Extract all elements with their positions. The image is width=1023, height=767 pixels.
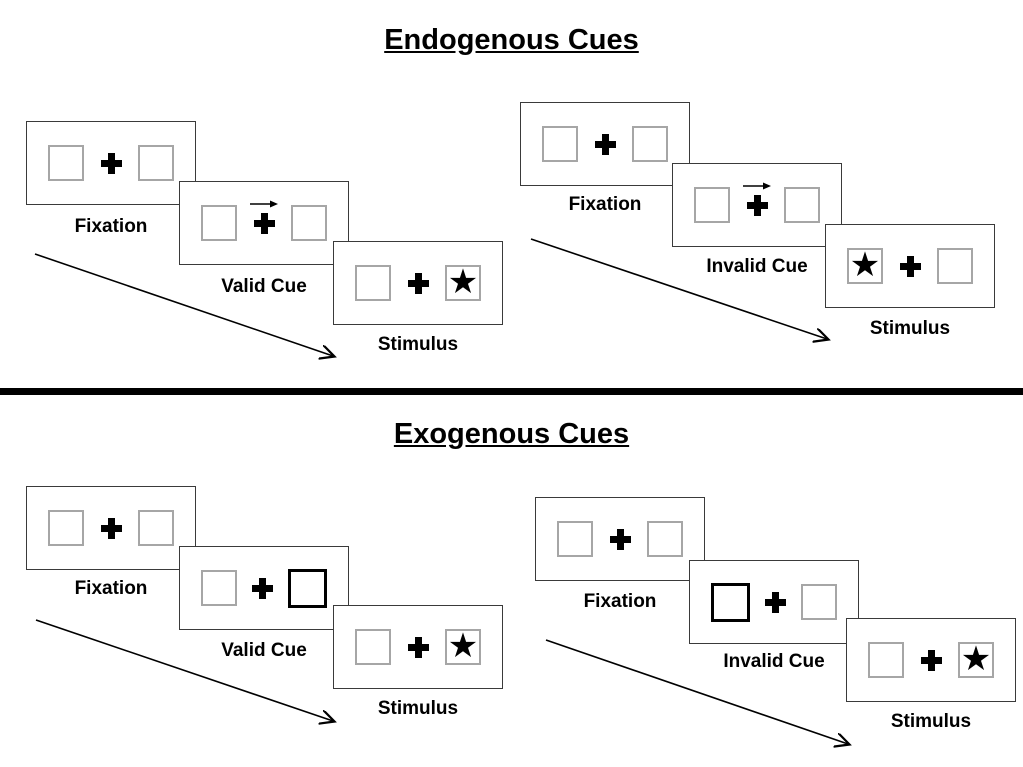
fixation-cross-icon bbox=[921, 650, 942, 671]
fixation-cross-icon bbox=[900, 256, 921, 277]
fixation-label: Fixation bbox=[74, 216, 148, 237]
left-placeholder-box bbox=[355, 265, 391, 301]
valid-cue-label: Valid Cue bbox=[221, 276, 307, 297]
fixation-cross-icon bbox=[408, 273, 429, 294]
right-target-box: ★ bbox=[445, 629, 481, 665]
endogenous-section-title: Endogenous Cues bbox=[384, 24, 639, 56]
left-placeholder-box bbox=[542, 126, 578, 162]
star-stimulus-icon: ★ bbox=[447, 262, 479, 301]
fixation-cross-icon bbox=[250, 200, 278, 234]
stimulus-label: Stimulus bbox=[377, 698, 459, 719]
invalid-cue-label: Invalid Cue bbox=[723, 651, 825, 672]
endo-valid-cue-panel bbox=[179, 181, 349, 265]
exo-invalid-cue-panel bbox=[689, 560, 859, 644]
timeline-arrow bbox=[35, 619, 341, 729]
exo-invalid-fixation-panel bbox=[535, 497, 705, 581]
section-divider bbox=[0, 388, 1023, 395]
fixation-label: Fixation bbox=[568, 194, 642, 215]
timeline-arrow bbox=[34, 253, 342, 364]
fixation-label: Fixation bbox=[583, 591, 657, 612]
stimulus-label: Stimulus bbox=[890, 711, 972, 732]
left-placeholder-box bbox=[48, 510, 84, 546]
exo-valid-cue-panel bbox=[179, 546, 349, 630]
left-placeholder-box bbox=[201, 570, 237, 606]
right-placeholder-box bbox=[138, 145, 174, 181]
fixation-label: Fixation bbox=[74, 578, 148, 599]
left-placeholder-box bbox=[868, 642, 904, 678]
exogenous-section-title: Exogenous Cues bbox=[393, 418, 630, 450]
right-placeholder-box bbox=[138, 510, 174, 546]
right-target-box: ★ bbox=[958, 642, 994, 678]
valid-cue-label: Valid Cue bbox=[221, 640, 307, 661]
left-placeholder-box bbox=[201, 205, 237, 241]
endo-invalid-fixation-panel bbox=[520, 102, 690, 186]
stimulus-label: Stimulus bbox=[377, 334, 459, 355]
stimulus-label: Stimulus bbox=[869, 318, 951, 339]
right-placeholder-box bbox=[784, 187, 820, 223]
timeline-arrow bbox=[545, 639, 857, 752]
right-target-box: ★ bbox=[445, 265, 481, 301]
right-placeholder-box bbox=[937, 248, 973, 284]
right-arrow-icon bbox=[743, 182, 771, 189]
left-placeholder-box bbox=[355, 629, 391, 665]
fixation-cross-icon bbox=[765, 592, 786, 613]
fixation-cross-icon bbox=[595, 134, 616, 155]
right-placeholder-box bbox=[647, 521, 683, 557]
star-stimulus-icon: ★ bbox=[960, 639, 992, 678]
endo-valid-stimulus-panel: ★ bbox=[333, 241, 503, 325]
right-placeholder-box bbox=[801, 584, 837, 620]
fixation-cross-icon bbox=[408, 637, 429, 658]
exo-valid-fixation-panel bbox=[26, 486, 196, 570]
star-stimulus-icon: ★ bbox=[849, 245, 881, 284]
right-placeholder-box bbox=[632, 126, 668, 162]
left-target-box: ★ bbox=[847, 248, 883, 284]
left-placeholder-box bbox=[694, 187, 730, 223]
exo-valid-stimulus-panel: ★ bbox=[333, 605, 503, 689]
endo-invalid-cue-panel bbox=[672, 163, 842, 247]
timeline-arrow bbox=[530, 238, 836, 347]
exo-invalid-stimulus-panel: ★ bbox=[846, 618, 1016, 702]
fixation-cross-icon bbox=[252, 578, 273, 599]
right-cue-highlight-box bbox=[288, 568, 327, 608]
star-stimulus-icon: ★ bbox=[447, 626, 479, 665]
endo-invalid-stimulus-panel: ★ bbox=[825, 224, 995, 308]
left-placeholder-box bbox=[48, 145, 84, 181]
endo-valid-fixation-panel bbox=[26, 121, 196, 205]
fixation-cross-icon bbox=[101, 518, 122, 539]
left-cue-highlight-box bbox=[711, 582, 750, 622]
fixation-cross-icon bbox=[743, 182, 771, 216]
right-arrow-icon bbox=[250, 200, 278, 207]
right-placeholder-box bbox=[291, 205, 327, 241]
invalid-cue-label: Invalid Cue bbox=[706, 256, 808, 277]
left-placeholder-box bbox=[557, 521, 593, 557]
fixation-cross-icon bbox=[610, 529, 631, 550]
fixation-cross-icon bbox=[101, 153, 122, 174]
